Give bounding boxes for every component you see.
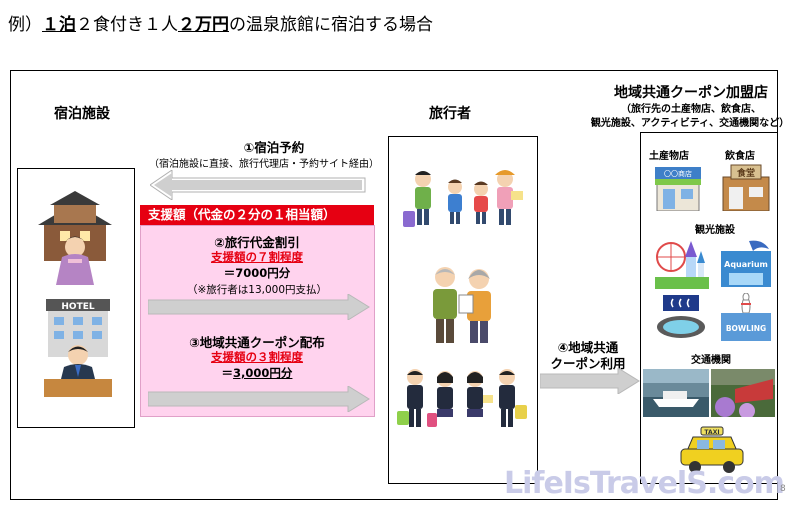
elderly-couple-illustration — [433, 267, 491, 343]
souvenir-label: 土産物店 — [649, 151, 689, 162]
discount-rate: 支援額の７割程度 — [211, 250, 303, 264]
train-photo — [711, 369, 775, 417]
bowling-sign: BOWLING — [726, 324, 766, 333]
shops-title: 地域共通クーポン加盟店 — [614, 85, 768, 101]
transport-label: 交通機関 — [691, 355, 731, 366]
page-title: 例）１泊２食付き１人２万円の温泉旅館に宿泊する場合 — [8, 10, 433, 35]
coupon-title: ③地域共通クーポン配布 — [189, 335, 325, 350]
coupon-use-arrow — [540, 368, 640, 394]
tourism-label: 観光施設 — [695, 225, 735, 236]
discount-amount: ＝7000円分 — [223, 266, 291, 280]
restaurant-icon: 食堂 — [722, 164, 770, 211]
hotel-illustration: HOTEL — [44, 299, 112, 397]
restaurant-label: 飲食店 — [725, 151, 755, 162]
aquarium-sign: Aquarium — [724, 260, 768, 269]
traveler-box — [388, 136, 538, 484]
bowling-icon: BOWLING — [721, 293, 771, 341]
coupon-amount-line: ＝3,000円分 — [150, 365, 364, 381]
discount-title: ②旅行代金割引 — [214, 235, 300, 250]
booking-arrow — [150, 170, 366, 200]
taxi-sign: TAXI — [704, 429, 719, 436]
coupon-amount-prefix: ＝ — [221, 366, 234, 380]
onsen-icon — [657, 295, 705, 338]
coupon-amount: 3,000円分 — [233, 366, 293, 380]
coupon-arrow — [148, 386, 370, 412]
booking-note: （宿泊施設に直接、旅行代理店・予約サイト経由） — [149, 159, 379, 170]
title-meals: ２食付き１人 — [76, 15, 178, 35]
shops-box: 土産物店 飲食店 〇〇商店 食堂 観光施設 Aquarium — [640, 132, 778, 484]
taxi-icon: TAXI — [680, 426, 744, 473]
amusement-park-icon — [655, 241, 709, 289]
accommodation-box: HOTEL — [17, 168, 135, 428]
shops-subtitle-2: 観光施設、アクティビティ、交通機関など） — [590, 118, 790, 129]
watermark: LifeIsTravelS.com — [504, 466, 785, 501]
subsidy-header: 支援額（代金の２分の１相当額） — [140, 205, 374, 225]
title-prefix: 例） — [8, 15, 42, 35]
boat-photo — [643, 369, 709, 417]
coupon-use-line2: クーポン利用 — [550, 356, 626, 371]
souvenir-sign: 〇〇商店 — [664, 169, 692, 178]
aquarium-icon: Aquarium — [721, 240, 771, 287]
traveler-label: 旅行者 — [429, 106, 471, 122]
discount-arrow — [148, 294, 370, 320]
souvenir-shop-icon: 〇〇商店 — [655, 167, 701, 211]
students-illustration — [397, 369, 527, 427]
coupon-rate: 支援額の３割程度 — [211, 350, 303, 364]
accommodation-label: 宿泊施設 — [54, 106, 110, 122]
title-price: ２万円 — [178, 15, 229, 35]
hotel-sign: HOTEL — [61, 302, 94, 312]
title-nights: １泊 — [42, 15, 76, 35]
discount-note: （※旅行者は13,000円支払） — [186, 284, 328, 296]
restaurant-sign: 食堂 — [736, 167, 755, 179]
page-number: 8 — [780, 484, 786, 494]
family-illustration — [403, 170, 523, 227]
shops-subtitle-1: （旅行先の土産物店、飲食店、 — [621, 104, 761, 115]
coupon-use-line1: ④地域共通 — [557, 340, 619, 355]
booking-title: ①宿泊予約 — [243, 140, 305, 155]
subsidy-panel — [140, 225, 375, 417]
title-rest: の温泉旅館に宿泊する場合 — [229, 15, 433, 35]
ryokan-illustration — [38, 191, 112, 285]
